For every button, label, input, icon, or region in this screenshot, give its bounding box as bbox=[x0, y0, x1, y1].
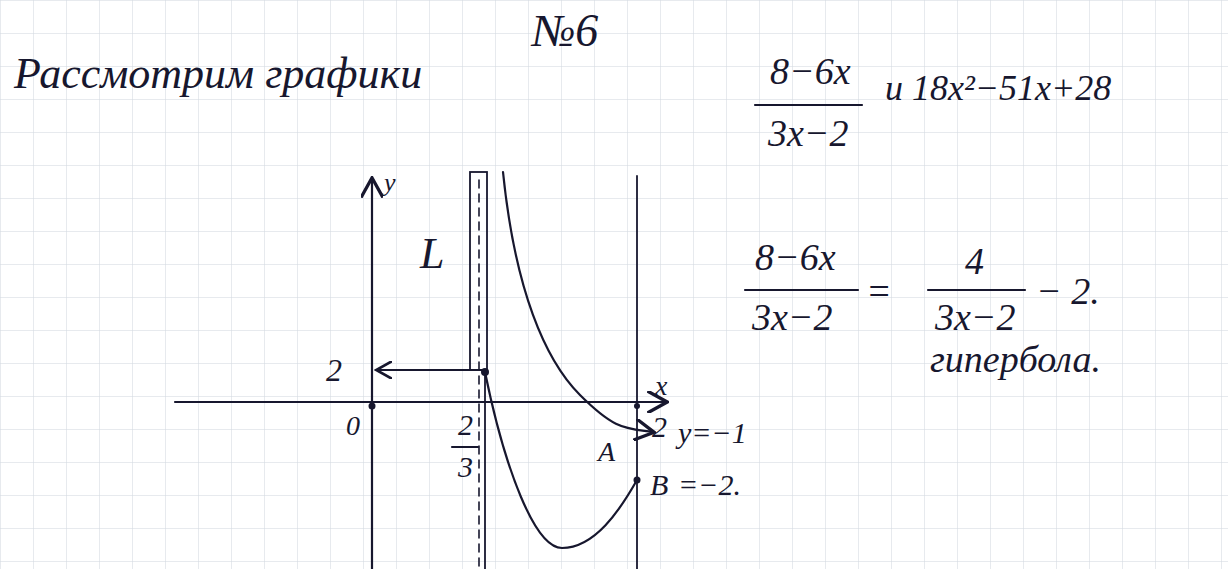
denominator: 3x−2 bbox=[768, 114, 849, 152]
tick-label: 2 bbox=[458, 410, 473, 440]
fraction-bar bbox=[928, 289, 1025, 291]
level-line bbox=[378, 369, 485, 371]
problem-number: №6 bbox=[532, 8, 598, 54]
fraction-bar bbox=[745, 289, 858, 291]
numerator: 8−6x bbox=[755, 238, 836, 276]
value-label: y=−1 bbox=[678, 418, 747, 448]
heading: Рассмотрим графики bbox=[14, 52, 422, 96]
point bbox=[634, 403, 640, 409]
numerator: 4 bbox=[965, 242, 984, 280]
numerator: 8−6x bbox=[770, 52, 851, 90]
axis-label: x bbox=[655, 372, 667, 400]
vertical-line bbox=[484, 370, 486, 569]
region-label: L bbox=[420, 232, 444, 276]
note: гипербола. bbox=[930, 340, 1101, 378]
parabola bbox=[485, 372, 637, 548]
vertical-line bbox=[636, 176, 638, 569]
expression: − 2. bbox=[1036, 272, 1100, 310]
denominator: 3x−2 bbox=[935, 298, 1016, 336]
axis-label: y bbox=[384, 170, 396, 196]
equals-sign: = bbox=[866, 272, 892, 310]
fraction-bar bbox=[755, 104, 862, 106]
point bbox=[634, 477, 641, 484]
denominator: 3x−2 bbox=[752, 298, 833, 336]
point-label: A bbox=[598, 438, 615, 466]
tick-label: 2 bbox=[326, 354, 342, 386]
point-label: B bbox=[650, 470, 668, 500]
tick-label: 2 bbox=[652, 412, 667, 442]
x-axis bbox=[175, 401, 665, 403]
hyperbola-branch bbox=[503, 172, 652, 432]
asymptote bbox=[478, 180, 480, 569]
y-axis bbox=[371, 180, 373, 569]
fraction-bar bbox=[452, 446, 478, 448]
tick-label: 3 bbox=[458, 452, 473, 482]
value-label: =−2. bbox=[678, 470, 741, 500]
point bbox=[369, 403, 376, 410]
point bbox=[481, 368, 489, 376]
expression: и 18x²−51x+28 bbox=[885, 70, 1111, 106]
tick-label: 0 bbox=[346, 412, 360, 440]
